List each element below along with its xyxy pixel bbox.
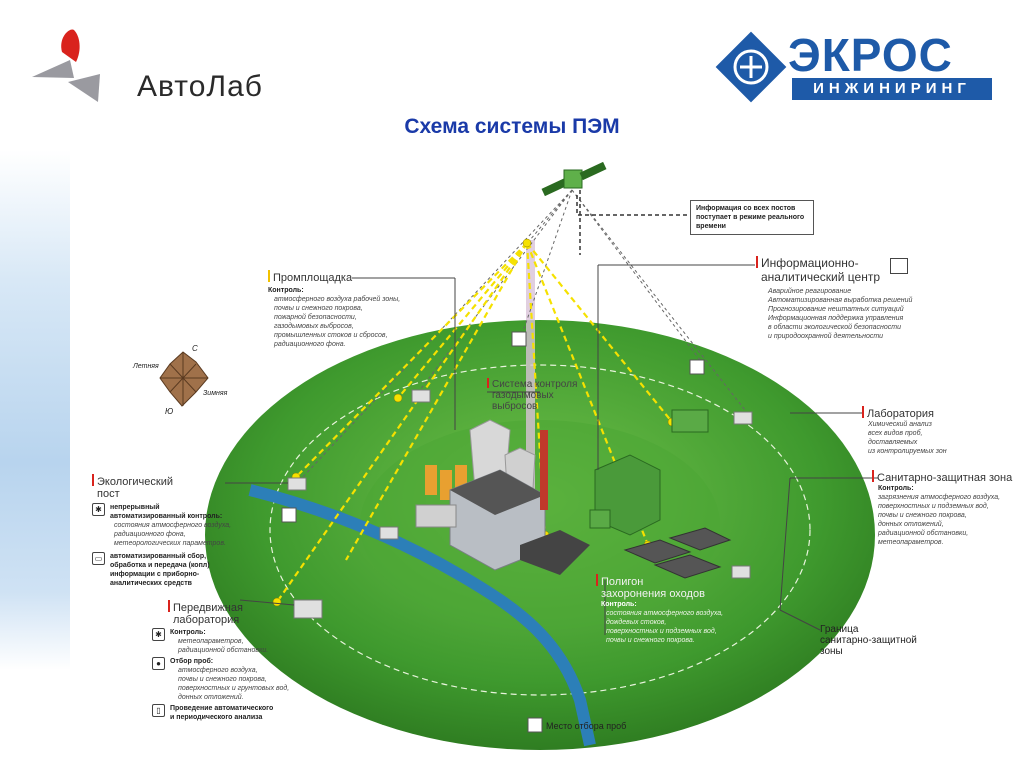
fan-icon: ✱ — [152, 628, 165, 641]
eco-post-label: Экологический пост ✱ непрерывный автомат… — [92, 474, 232, 588]
info-link — [577, 195, 690, 215]
computer-icon — [890, 258, 908, 274]
wind-rose-winter: Зимняя — [203, 390, 227, 397]
analyzer-icon: ▯ — [152, 704, 165, 717]
sanitary-zone-label: Санитарно-защитная зона Контроль: загряз… — [872, 470, 1022, 547]
promploshchadka-title: Промплощадка — [273, 272, 352, 284]
transmitter-icon: ▭ — [92, 552, 105, 565]
wind-rose-north: С — [192, 344, 198, 353]
promploshchadka-label: Промплощадка Контроль: атмосферного возд… — [268, 270, 418, 349]
boundary-label: Граница санитарно-защитной зоны — [820, 624, 917, 657]
laboratory-label: Лаборатория Химический анализ всех видов… — [862, 406, 972, 456]
info-box: Информация со всех постов поступает в ре… — [690, 200, 814, 235]
landfill-label: Полигон захоронения оходов Контроль: сос… — [596, 574, 736, 645]
gas-control-label: Система контроля газодымовых выбросов — [487, 378, 577, 412]
sampling-label: Место отбора проб — [546, 721, 626, 731]
wind-rose-icon — [160, 352, 208, 406]
satellite-icon — [542, 162, 607, 196]
wind-rose-summer: Летняя — [133, 363, 159, 370]
wind-rose-south: Ю — [165, 407, 173, 416]
drop-icon: ● — [152, 657, 165, 670]
fan-icon: ✱ — [92, 503, 105, 516]
mobile-lab-label: Передвижная лаборатория ✱ Контроль: мете… — [152, 600, 302, 722]
